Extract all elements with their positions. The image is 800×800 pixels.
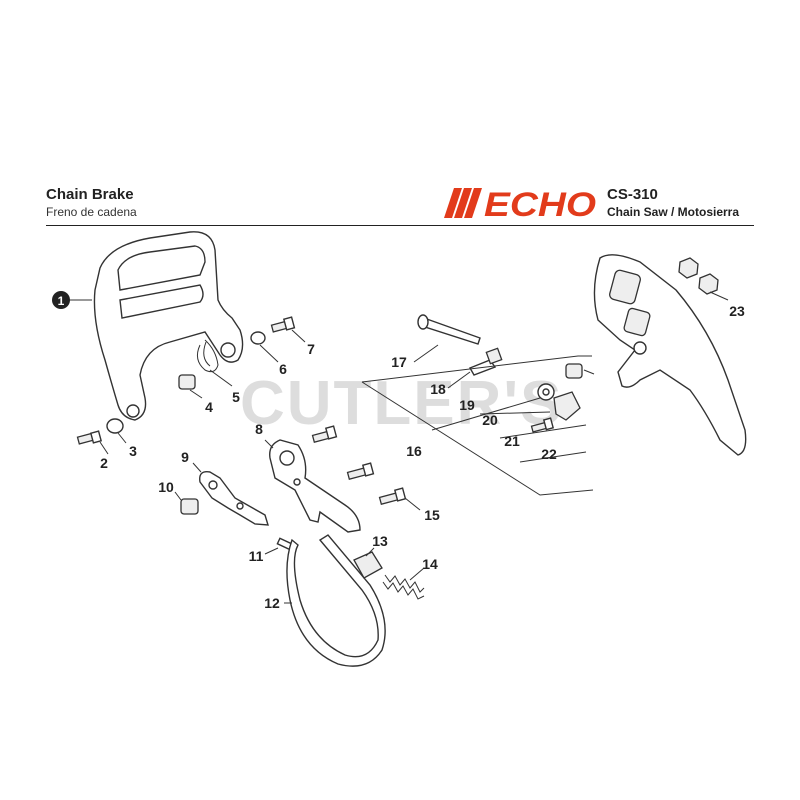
model-number: CS-310 [607,186,658,203]
screw-part-21 [530,417,555,433]
washer-part-3 [106,418,124,434]
callout-numbers: 1 2 3 4 5 6 7 8 9 10 11 12 13 14 15 16 1… [52,291,745,611]
section-subtitle: Freno de cadena [46,205,137,219]
section-title: Chain Brake [46,186,134,203]
brake-lever-part-9 [199,471,269,526]
callout-14: 14 [422,556,438,572]
leader-lines [68,291,729,604]
bracket-plate-part-8 [269,439,361,533]
adjuster-nut-part [565,363,595,379]
callout-1-badge [52,291,70,309]
callout-4: 4 [205,399,213,415]
hand-guard-part [93,231,244,421]
bolt-part-17 [417,314,481,345]
callout-6: 6 [279,361,287,377]
bracket-part-20 [553,391,581,421]
callout-1: 1 [58,294,65,308]
header-rule [46,225,754,226]
callout-9: 9 [181,449,189,465]
spring-part-5 [196,339,219,373]
callout-13: 13 [372,533,388,549]
logo-wordmark: ECHO [484,186,596,220]
callout-19: 19 [459,397,475,413]
callout-8: 8 [255,421,263,437]
adjuster-part-18 [468,347,503,376]
echo-logo: ECHO [444,186,596,220]
collar-part-4 [178,374,196,390]
nuts-part-23 [678,257,719,295]
callout-22: 22 [541,446,557,462]
screws-part-15 [311,425,407,505]
callout-21: 21 [504,433,520,449]
callout-15: 15 [424,507,440,523]
callout-11: 11 [249,548,264,564]
callout-10: 10 [158,479,174,495]
callout-16: 16 [406,443,422,459]
callout-18: 18 [430,381,446,397]
spring-cap-part-13 [353,551,383,579]
model-description: Chain Saw / Motosierra [607,205,740,219]
callout-23: 23 [729,303,745,319]
sprocket-cover [593,254,747,456]
gear-part-19 [537,383,555,401]
callout-3: 3 [129,443,137,459]
logo-stripes-icon [444,188,482,218]
callout-20: 20 [482,412,498,428]
washer-part-6 [250,331,266,345]
brake-band-part-12 [286,534,386,667]
callout-2: 2 [100,455,108,471]
watermark: CUTLER'S [240,369,564,438]
collar-part-10 [180,498,199,515]
callout-5: 5 [232,389,240,405]
brake-spring-part-14 [382,574,425,600]
callout-12: 12 [264,595,280,611]
callout-7: 7 [307,341,315,357]
screw-part-7 [270,316,296,333]
callout-17: 17 [391,354,407,370]
screw-part-2 [76,430,103,445]
